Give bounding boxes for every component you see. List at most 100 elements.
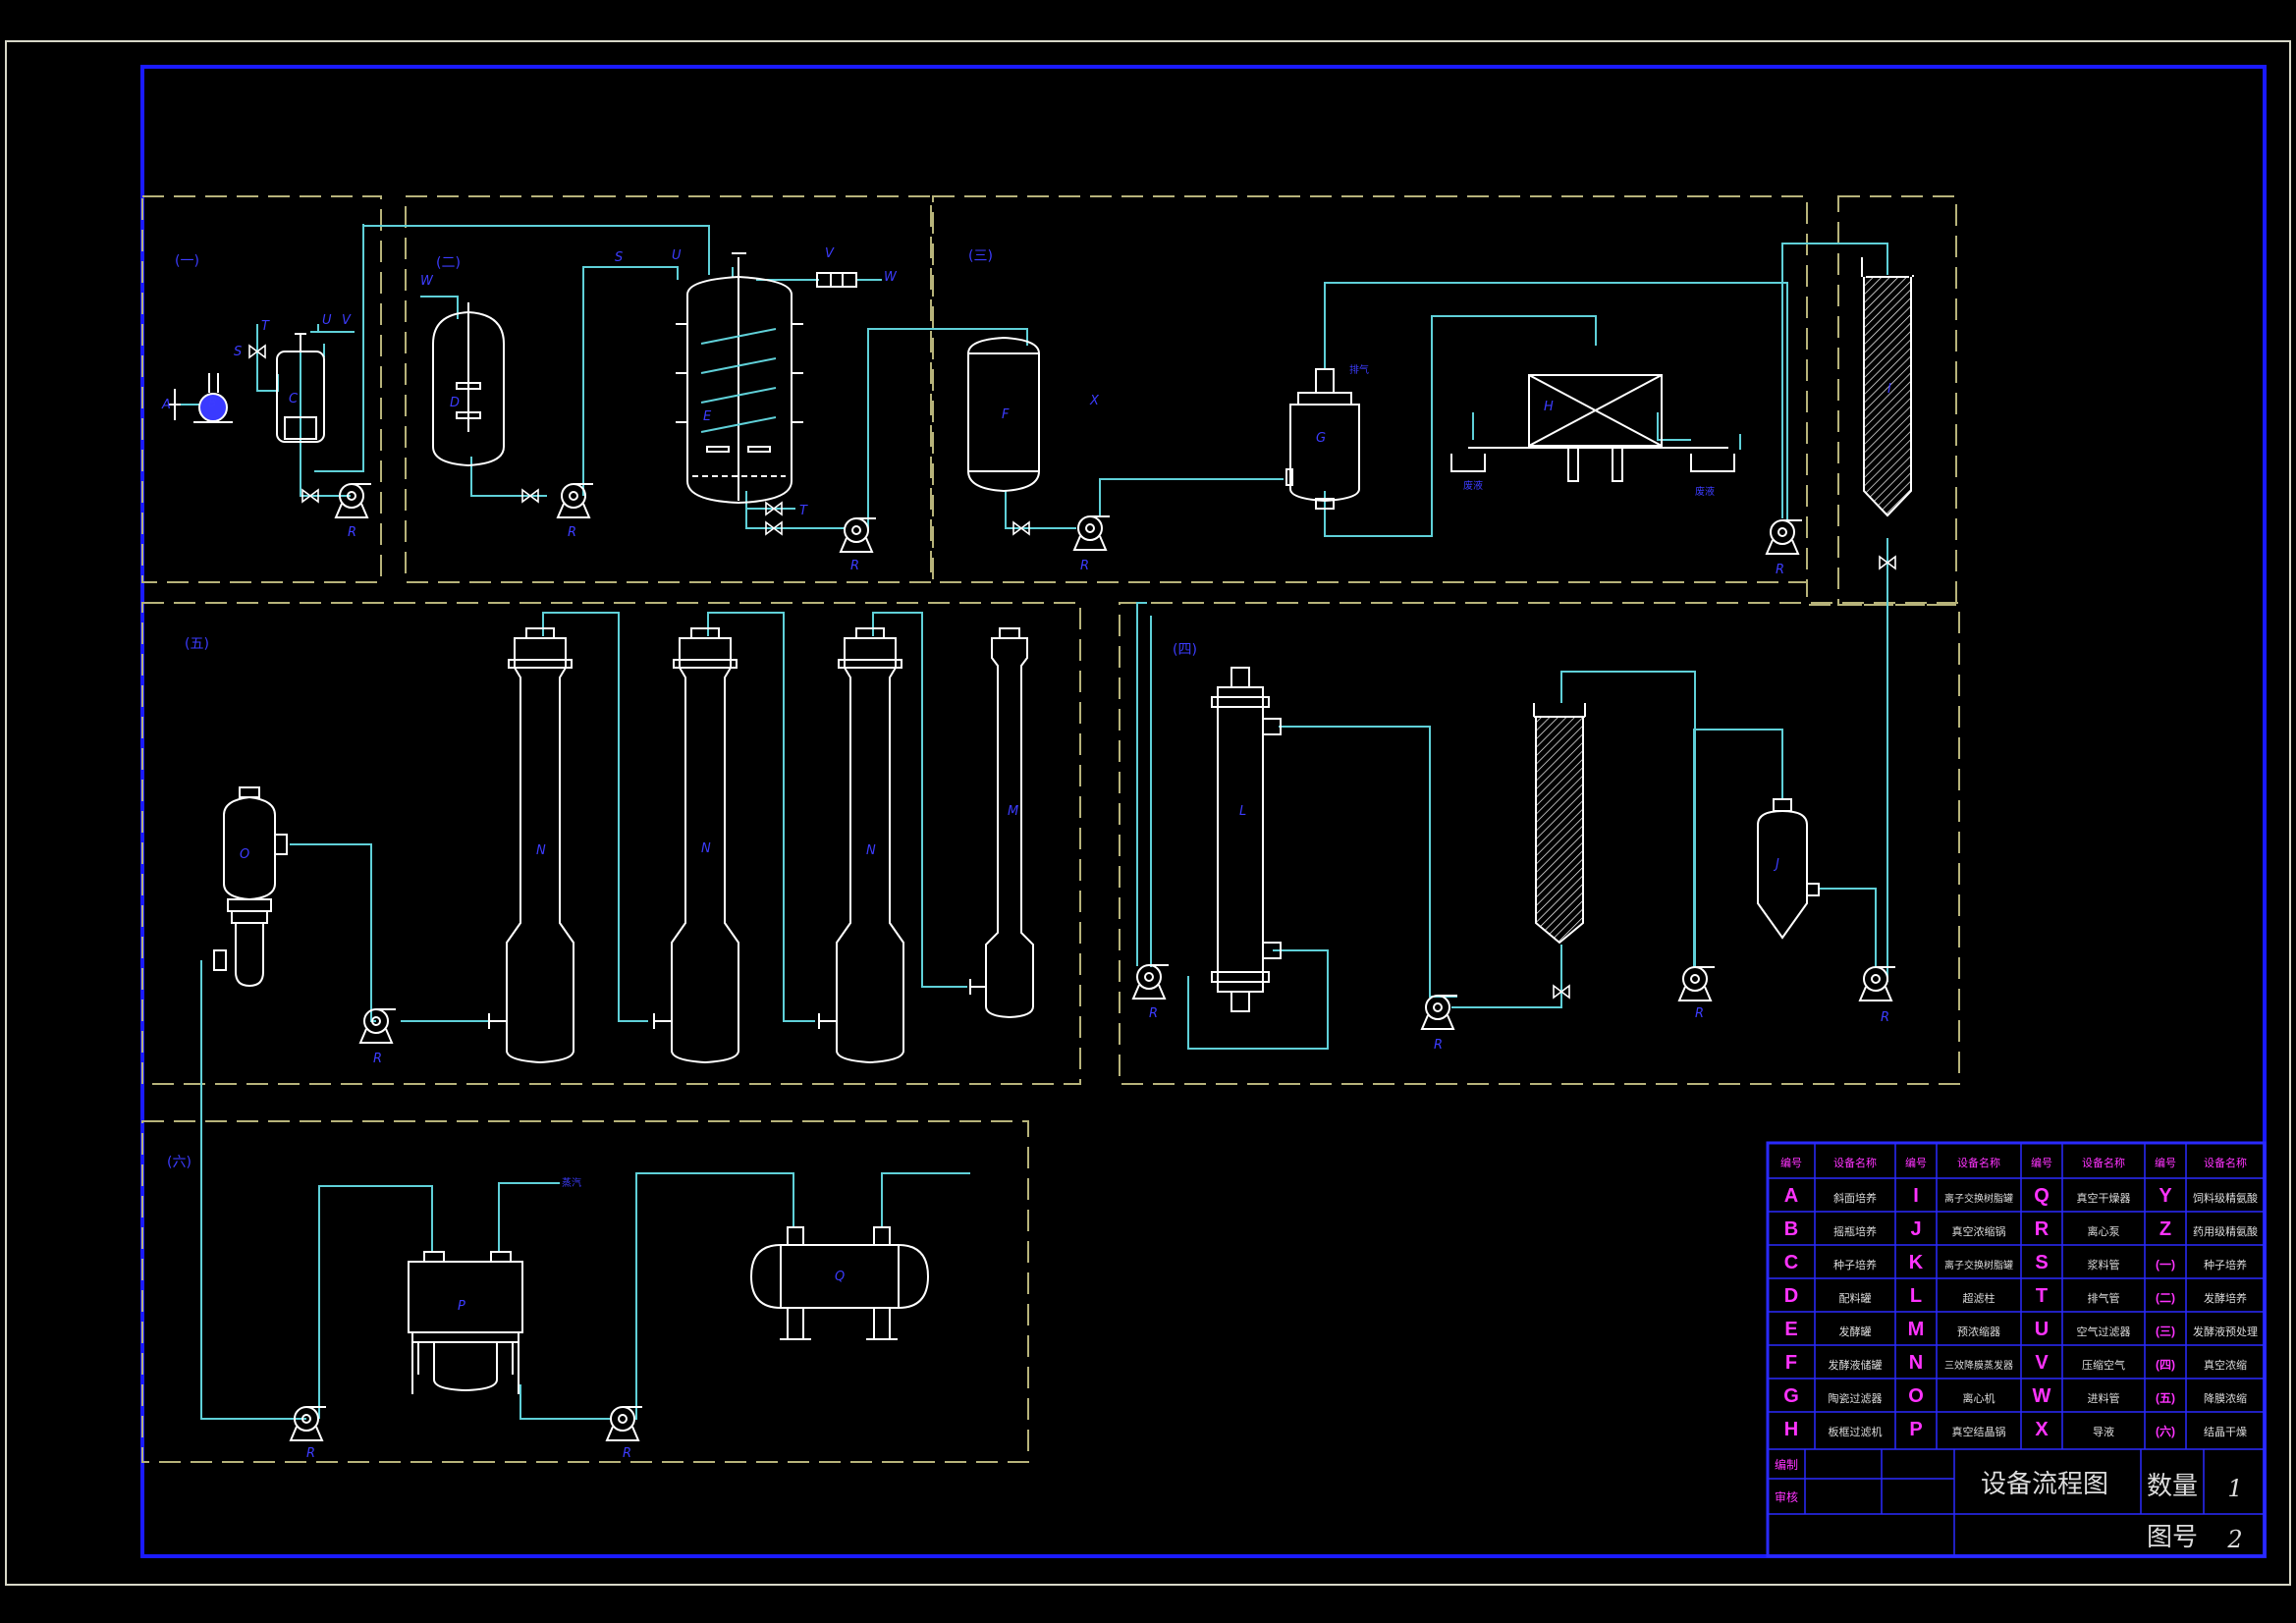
legend-name-2-7: 导液	[2093, 1425, 2114, 1438]
tag-H: H	[1544, 400, 1554, 414]
drawing-no-value: 2	[2226, 1526, 2242, 1553]
section-box-3b	[1837, 195, 1957, 606]
tag-N2: N	[701, 841, 711, 856]
drawing-title: 设备流程图	[1981, 1470, 2108, 1499]
legend-name-1-0: 离子交换树脂罐	[1944, 1192, 2013, 1205]
tag-R11: R	[306, 1446, 315, 1461]
tag-W2: W	[884, 270, 898, 285]
tag-X: X	[1089, 394, 1100, 408]
tag-D: D	[450, 396, 460, 410]
tag-R3: R	[850, 559, 859, 573]
legend-code-1-7: P	[1909, 1419, 1922, 1440]
section-label-1: (一)	[175, 253, 199, 269]
waste-label-2: 废液	[1695, 485, 1715, 498]
tag-V1: V	[342, 313, 352, 328]
preconcentrator-M	[985, 627, 1034, 1019]
legend-code-2-7: X	[2035, 1419, 2049, 1440]
legend-code-2-4: U	[2035, 1319, 2049, 1340]
tag-J: J	[1773, 857, 1779, 872]
slant-culture-A	[169, 389, 181, 420]
legend-code-3-6: (五)	[2156, 1391, 2175, 1405]
tag-W1: W	[420, 274, 434, 289]
legend-code-1-5: N	[1909, 1352, 1923, 1374]
legend-code-0-3: D	[1784, 1285, 1798, 1307]
ultrafilter-L	[1211, 667, 1282, 1012]
legend-code-2-5: V	[2035, 1352, 2049, 1374]
tag-T2: T	[799, 504, 808, 518]
section-labels: (一) (二) (三) (五) (四) (六)	[167, 248, 1197, 1170]
section-box-4	[1119, 602, 1960, 1085]
legend-code-3-3: (二)	[2156, 1291, 2175, 1305]
tag-L: L	[1239, 804, 1246, 819]
quantity-value: 1	[2227, 1475, 2242, 1502]
centrifuge-O	[213, 786, 288, 988]
tag-Q: Q	[835, 1270, 845, 1284]
tag-U1: U	[322, 313, 332, 328]
evaporator-N3	[836, 627, 904, 1064]
legend-code-1-2: K	[1909, 1252, 1924, 1273]
legend-headers: 编号 设备名称 编号 设备名称 编号 设备名称 编号 设备名称	[1780, 1156, 2247, 1169]
legend-code-1-6: O	[1908, 1385, 1924, 1407]
legend-code-0-1: B	[1784, 1218, 1798, 1240]
vacuum-concentrator-J	[1757, 798, 1820, 940]
legend-name-3-6: 降膜浓缩	[2204, 1391, 2247, 1405]
legend-name-0-2: 种子培养	[1833, 1258, 1877, 1271]
air-filter-V	[816, 272, 857, 288]
legend-code-1-0: I	[1913, 1185, 1919, 1207]
tag-O: O	[240, 847, 249, 862]
legend-name-0-4: 发酵罐	[1839, 1325, 1872, 1338]
legend-code-2-0: Q	[2034, 1185, 2050, 1207]
legend-name-0-6: 陶瓷过滤器	[1829, 1391, 1883, 1405]
tag-B: B	[208, 396, 217, 410]
annotations: 废液 废液 排气 蒸汽	[562, 363, 1715, 1189]
section-box-1	[141, 195, 382, 583]
legend-name-2-4: 空气过滤器	[2077, 1325, 2131, 1338]
legend-name-1-7: 真空结晶锅	[1952, 1425, 2006, 1438]
tag-R9: R	[1695, 1006, 1704, 1021]
legend-code-2-2: S	[2035, 1252, 2048, 1273]
tag-R7: R	[1149, 1006, 1158, 1021]
legend-code-3-2: (一)	[2156, 1258, 2175, 1271]
tag-N1: N	[536, 843, 546, 858]
legend-name-3-5: 真空浓缩	[2204, 1358, 2247, 1372]
legend-name-2-0: 真空干燥器	[2077, 1191, 2131, 1205]
legend-name-3-2: 种子培养	[2204, 1258, 2247, 1271]
legend-code-3-7: (六)	[2156, 1424, 2175, 1438]
legend-name-0-5: 发酵液储罐	[1829, 1358, 1883, 1372]
shake-flask-B	[193, 373, 233, 423]
legend-name-3-7: 结晶干燥	[2204, 1426, 2247, 1438]
tag-R4: R	[1080, 559, 1089, 573]
legend-name-0-1: 摇瓶培养	[1833, 1224, 1877, 1238]
section-label-5: (五)	[185, 636, 209, 652]
tag-C: C	[289, 392, 299, 406]
legend-code-0-0: A	[1784, 1185, 1798, 1207]
tag-A: A	[161, 398, 171, 412]
vacuum-dryer-Q	[749, 1226, 930, 1340]
legend-code-2-6: W	[2033, 1385, 2051, 1407]
legend-header-code-1: 编号	[1780, 1156, 1802, 1169]
section-label-4: (四)	[1173, 642, 1197, 658]
equipment-tags: A B C D E F G H I J L M N N N O P Q R R …	[161, 246, 1891, 1461]
legend-name-2-2: 浆料管	[2088, 1258, 2120, 1271]
legend-code-3-0: Y	[2159, 1185, 2172, 1207]
legend-code-0-4: E	[1784, 1319, 1797, 1340]
steam-label: 蒸汽	[562, 1176, 581, 1189]
section-box-6	[141, 1120, 1029, 1463]
tag-V2: V	[825, 246, 835, 261]
waste-label-1: 废液	[1463, 479, 1483, 492]
tag-G: G	[1316, 431, 1326, 446]
tag-R1: R	[348, 525, 356, 540]
tag-R5: R	[1776, 563, 1784, 577]
legend-name-1-4: 预浓缩器	[1957, 1325, 2000, 1338]
legend-code-3-5: (四)	[2156, 1358, 2175, 1372]
legend-header-name-4: 设备名称	[2204, 1156, 2247, 1169]
legend-name-2-6: 进料管	[2088, 1391, 2120, 1405]
fermenter-E	[676, 252, 803, 505]
legend-code-0-5: F	[1785, 1352, 1797, 1374]
legend-header-name-3: 设备名称	[2082, 1156, 2125, 1169]
legend-header-name-1: 设备名称	[1833, 1156, 1877, 1169]
column-stubs	[488, 979, 986, 1029]
quantity-label: 数量	[2147, 1472, 2198, 1501]
